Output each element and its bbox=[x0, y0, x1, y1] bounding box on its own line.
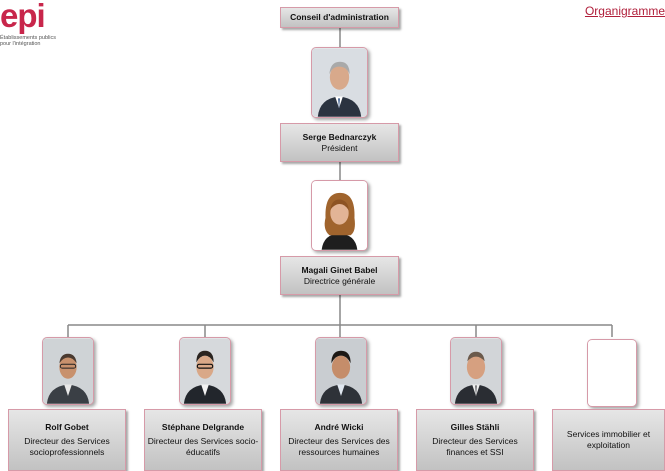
board-box: Conseil d'administration bbox=[280, 7, 399, 28]
portrait-icon bbox=[451, 338, 501, 404]
logo-tagline: Établissements publics pour l'intégratio… bbox=[0, 35, 56, 47]
epi-logo: epi Établissements publics pour l'intégr… bbox=[0, 0, 60, 47]
empty-photo-frame-icon bbox=[588, 340, 636, 406]
portrait-icon bbox=[312, 48, 367, 117]
department-role: Directeur des Services finances et SSI bbox=[432, 436, 518, 457]
board-label: Conseil d'administration bbox=[290, 12, 389, 22]
department-box-4: Gilles Stähli Directeur des Services fin… bbox=[416, 409, 534, 471]
president-box: Serge Bednarczyk Président bbox=[280, 123, 399, 162]
portrait-icon bbox=[180, 338, 230, 404]
department-role: Directeur des Services socio-éducatifs bbox=[147, 436, 259, 457]
director-general-photo bbox=[311, 180, 368, 251]
department-role: Directeur des Services socioprofessionne… bbox=[24, 436, 110, 457]
president-name: Serge Bednarczyk bbox=[302, 131, 377, 142]
logo-wordmark: epi bbox=[0, 0, 46, 34]
president-role: Président bbox=[321, 142, 358, 153]
department-role: Directeur des Services des ressources hu… bbox=[288, 436, 390, 457]
department-name: André Wicki bbox=[314, 422, 364, 432]
department-box-2: Stéphane Delgrande Directeur des Service… bbox=[144, 409, 262, 471]
department-photo-2 bbox=[179, 337, 231, 405]
department-box-5: Services immobilier et exploitation bbox=[552, 409, 665, 471]
department-photo-4 bbox=[450, 337, 502, 405]
portrait-icon bbox=[43, 338, 93, 404]
department-photo-1 bbox=[42, 337, 94, 405]
department-role: Services immobilier et exploitation bbox=[566, 429, 651, 450]
director-general-role: Directrice générale bbox=[303, 275, 376, 286]
portrait-icon bbox=[312, 181, 367, 250]
department-name: Stéphane Delgrande bbox=[161, 422, 245, 432]
director-general-box: Magali Ginet Babel Directrice générale bbox=[280, 256, 399, 295]
department-name: Rolf Gobet bbox=[45, 422, 89, 432]
portrait-icon bbox=[316, 338, 366, 404]
department-box-1: Rolf Gobet Directeur des Services sociop… bbox=[8, 409, 126, 471]
director-general-name: Magali Ginet Babel bbox=[301, 264, 378, 275]
department-photo-5 bbox=[587, 339, 637, 407]
president-photo bbox=[311, 47, 368, 118]
department-box-3: André Wicki Directeur des Services des r… bbox=[280, 409, 398, 471]
page-title: Organigramme bbox=[584, 4, 665, 18]
department-name: Gilles Stähli bbox=[450, 422, 500, 432]
department-photo-3 bbox=[315, 337, 367, 405]
